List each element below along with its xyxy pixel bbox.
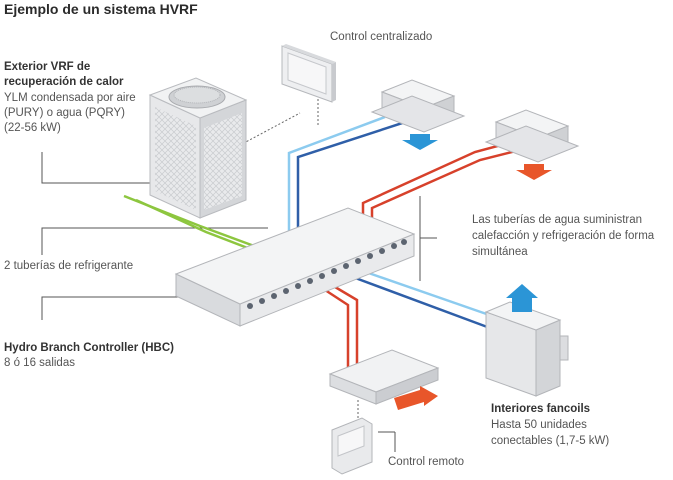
- water-pipes-label-1: Las tuberías de agua suministran: [472, 214, 643, 226]
- floor-fancoil-icon: [484, 284, 569, 397]
- heating-arrow: [516, 164, 552, 180]
- remote-control-label: Control remoto: [388, 456, 465, 468]
- cooling-arrow-up: [506, 284, 538, 312]
- fancoils-desc-1: Hasta 50 unidades: [491, 419, 587, 431]
- central-control-label: Control centralizado: [330, 31, 433, 43]
- hbc-unit-icon: [174, 207, 416, 327]
- leader-lines: [41, 152, 437, 452]
- fancoils-heading: Interiores fancoils: [491, 403, 591, 415]
- page-title: Ejemplo de un sistema HVRF: [4, 1, 198, 17]
- remote-control-icon: [331, 417, 373, 475]
- outdoor-heading-1: Exterior VRF de: [4, 61, 91, 73]
- ducted-unit-icon: [328, 349, 440, 410]
- hbc-desc: 8 ó 16 salidas: [4, 357, 75, 369]
- water-pipes-label-2: calefacción y refrigeración de forma: [472, 230, 655, 242]
- refrigerant-pipes-label: 2 tuberías de refrigerante: [4, 260, 134, 272]
- water-pipes-label-3: simultánea: [472, 246, 528, 258]
- hbc-connectors: [247, 239, 407, 309]
- outdoor-desc-1: YLM condensada por aire: [4, 92, 136, 104]
- outdoor-unit-icon: [148, 77, 248, 219]
- cassette-unit-icon: [370, 79, 466, 150]
- outdoor-heading-2: recuperación de calor: [4, 76, 124, 88]
- heating-arrow-side: [394, 386, 438, 410]
- cassette-unit-icon: [484, 109, 580, 180]
- fancoils-desc-2: conectables (1,7-5 kW): [491, 435, 610, 447]
- central-controller-icon: [281, 44, 336, 103]
- outdoor-desc-3: (22-56 kW): [4, 122, 61, 134]
- hbc-heading: Hydro Branch Controller (HBC): [4, 342, 174, 354]
- cooling-arrow: [402, 134, 438, 150]
- outdoor-desc-2: (PURY) o agua (PQRY): [4, 107, 126, 119]
